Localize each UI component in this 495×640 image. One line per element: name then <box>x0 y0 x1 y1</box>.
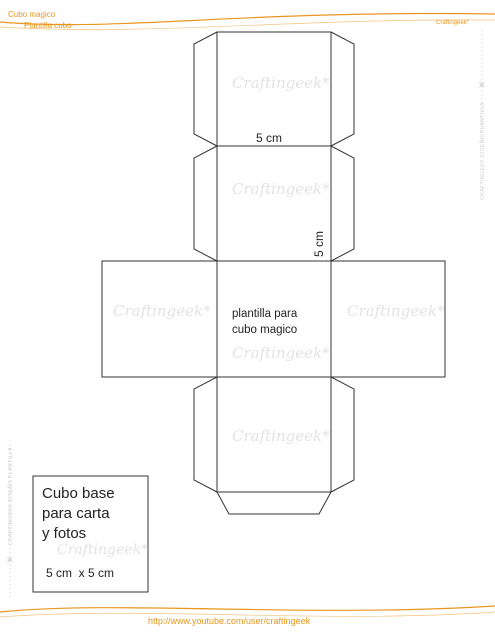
center-label-line1: plantilla para <box>232 308 298 320</box>
card-size-label: 5 cm x 5 cm <box>46 566 115 580</box>
flap-top-right <box>330 31 355 147</box>
flap-bottom-right <box>330 376 355 493</box>
left-side-note: CRAFTINGEEK DISEÑO PLANTILLA <box>8 447 14 545</box>
card-title-line3: y fotos <box>42 525 87 542</box>
face-bottom <box>216 376 332 493</box>
footer-curve <box>0 605 495 613</box>
right-x-mark: ✕ <box>478 81 486 91</box>
flap-upper-left <box>193 145 218 262</box>
watermark-face-bottom: Craftingeek* <box>232 427 330 445</box>
dimension-top-label: 5 cm <box>256 131 283 145</box>
header-curve-thin <box>0 19 495 30</box>
watermark-face-center: Craftingeek* <box>232 344 330 362</box>
right-side-note: CRAFTINGEEK DISEÑO PLANTILLA <box>480 102 486 200</box>
header-title: Cubo magico <box>8 10 56 19</box>
face-left <box>101 260 218 378</box>
watermark-face-right: Craftingeek* <box>347 302 445 320</box>
center-label: plantilla para cubo magico <box>232 306 297 338</box>
footer-curve-thin <box>0 611 495 618</box>
flap-bottom-left <box>193 376 218 493</box>
center-label-line2: cubo magico <box>232 324 298 336</box>
left-x-mark: ✕ <box>6 556 14 566</box>
card-title-line2: para carta <box>42 505 110 522</box>
header-brand: Craftingeek* <box>436 20 470 26</box>
header-subtitle: Plantilla cubo <box>24 21 72 30</box>
flap-top-left <box>193 31 218 147</box>
flap-upper-right <box>330 145 355 262</box>
watermark-face-upper: Craftingeek* <box>232 180 330 198</box>
dimension-side-label: 5 cm <box>312 230 326 257</box>
watermark-face-top: Craftingeek* <box>232 74 330 92</box>
card-title-line1: Cubo base <box>42 485 115 502</box>
face-right <box>330 260 446 378</box>
info-card-frame <box>32 475 149 593</box>
header-curve <box>0 12 495 26</box>
card-watermark: Craftingeek* <box>57 542 149 558</box>
watermark-face-left: Craftingeek* <box>113 302 211 320</box>
card-title: Cubo base para carta y fotos <box>42 484 115 544</box>
footer-url-link[interactable]: http://www.youtube.com/user/craftingeek <box>148 616 311 626</box>
flap-bottom-tuck <box>216 491 332 515</box>
